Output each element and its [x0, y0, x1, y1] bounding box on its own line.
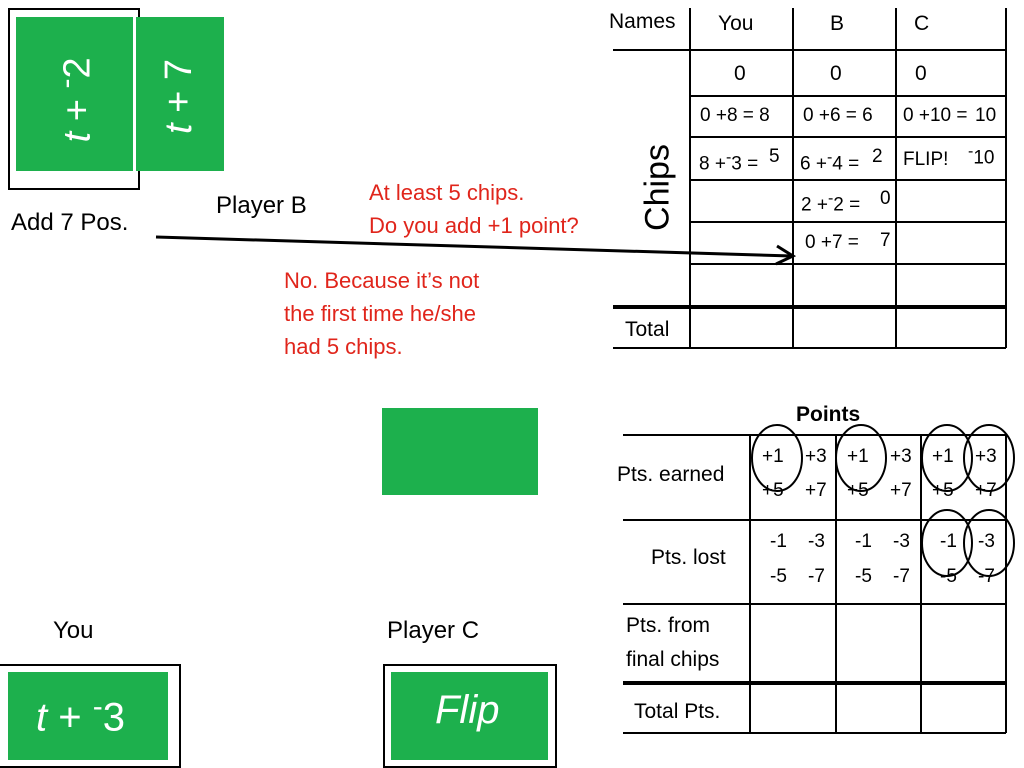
- chips-b-r2: 0 +6 = 6: [803, 105, 873, 126]
- col-c-header: C: [914, 12, 930, 35]
- earned-c-7: +7: [975, 480, 997, 501]
- add-note-label: Add 7 Pos.: [11, 209, 129, 236]
- earned-b-5: +5: [847, 480, 869, 501]
- total-pts-label: Total Pts.: [634, 700, 721, 723]
- answer-line-1: No. Because it’s not: [284, 268, 480, 293]
- card-t-plus-neg3[interactable]: t + -3: [8, 672, 168, 760]
- card-frame-c: [383, 664, 557, 768]
- lost-c-3: -3: [978, 531, 995, 552]
- lost-b-7: -7: [893, 566, 910, 587]
- chips-b-r4-result: 0: [880, 188, 891, 209]
- chips-b-r4: 2 +-2 =: [801, 190, 861, 216]
- chips-c-r1: 0: [915, 62, 927, 85]
- pts-lost-label: Pts. lost: [651, 546, 726, 569]
- player-b-label: Player B: [216, 192, 307, 219]
- final-chips-label: final chips: [626, 648, 720, 671]
- chips-you-r1: 0: [734, 62, 746, 85]
- earned-b-3: +3: [890, 446, 912, 467]
- question-line-1: At least 5 chips.: [369, 180, 525, 205]
- lost-c-5: -5: [940, 566, 957, 587]
- card-frame-you: [0, 664, 181, 768]
- lost-b-1: -1: [855, 531, 872, 552]
- question-line-2: Do you add +1 point?: [369, 213, 579, 238]
- earned-you-5: +5: [762, 480, 784, 501]
- earned-b-7: +7: [890, 480, 912, 501]
- earned-you-7: +7: [805, 480, 827, 501]
- lost-you-3: -3: [808, 531, 825, 552]
- chips-b-r3: 6 +-4 =: [800, 149, 860, 175]
- card-t-plus-neg3-text: t + -3: [36, 690, 125, 740]
- earned-c-1: +1: [932, 446, 954, 467]
- earned-c-3: +3: [975, 446, 997, 467]
- earned-c-5: +5: [932, 480, 954, 501]
- chips-c-r3: FLIP!: [903, 149, 949, 170]
- chips-b-r1: 0: [830, 62, 842, 85]
- chips-b-r5-result: 7: [880, 230, 891, 251]
- you-label: You: [53, 617, 94, 644]
- card-flip-text: Flip: [435, 688, 500, 732]
- lost-c-1: -1: [940, 531, 957, 552]
- card-t-plus-neg2[interactable]: t + -2: [16, 17, 133, 171]
- chips-b-r3-result: 2: [872, 146, 883, 167]
- answer-line-2: the first time he/she: [284, 301, 476, 326]
- chips-c-r2-result: 10: [975, 105, 997, 126]
- card-t-plus-7[interactable]: t + 7: [136, 17, 224, 171]
- points-title: Points: [796, 403, 861, 426]
- earned-you-1: +1: [762, 446, 784, 467]
- chips-b-r5: 0 +7 =: [805, 232, 859, 253]
- pts-earned-label: Pts. earned: [617, 463, 725, 486]
- chips-you-r2: 0 +8 = 8: [700, 105, 770, 126]
- lost-you-1: -1: [770, 531, 787, 552]
- lost-you-7: -7: [808, 566, 825, 587]
- player-c-label: Player C: [387, 617, 480, 644]
- card-flip[interactable]: Flip: [391, 672, 548, 760]
- chips-label: Chips: [638, 144, 677, 231]
- lost-c-7: -7: [978, 566, 995, 587]
- names-header: Names: [609, 10, 676, 33]
- answer-line-3: had 5 chips.: [284, 334, 403, 359]
- chips-c-r3-result: -10: [968, 143, 995, 169]
- pts-from-label: Pts. from: [626, 614, 711, 637]
- total-label: Total: [625, 318, 670, 341]
- chips-c-r2: 0 +10 =: [903, 105, 968, 126]
- chips-you-r3: 8 +-3 =: [699, 149, 759, 175]
- col-b-header: B: [830, 12, 845, 35]
- lost-b-5: -5: [855, 566, 872, 587]
- col-you-header: You: [718, 12, 754, 35]
- chips-you-r3-result: 5: [769, 146, 780, 167]
- earned-b-1: +1: [847, 446, 869, 467]
- card-blank[interactable]: [382, 408, 538, 495]
- lost-you-5: -5: [770, 566, 787, 587]
- lost-b-3: -3: [893, 531, 910, 552]
- earned-you-3: +3: [805, 446, 827, 467]
